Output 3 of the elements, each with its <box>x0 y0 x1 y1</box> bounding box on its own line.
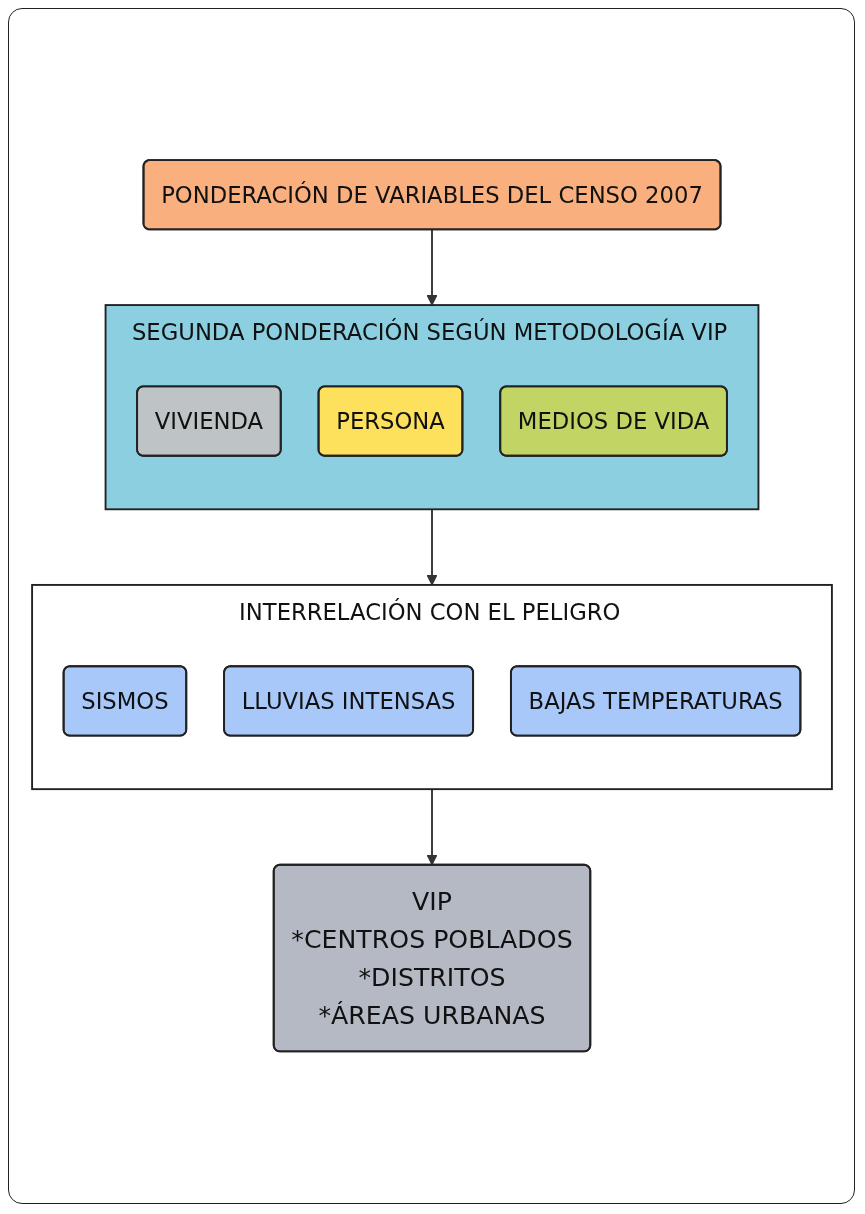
arrow <box>425 228 438 306</box>
arrow <box>425 508 438 586</box>
arrow <box>425 788 438 866</box>
